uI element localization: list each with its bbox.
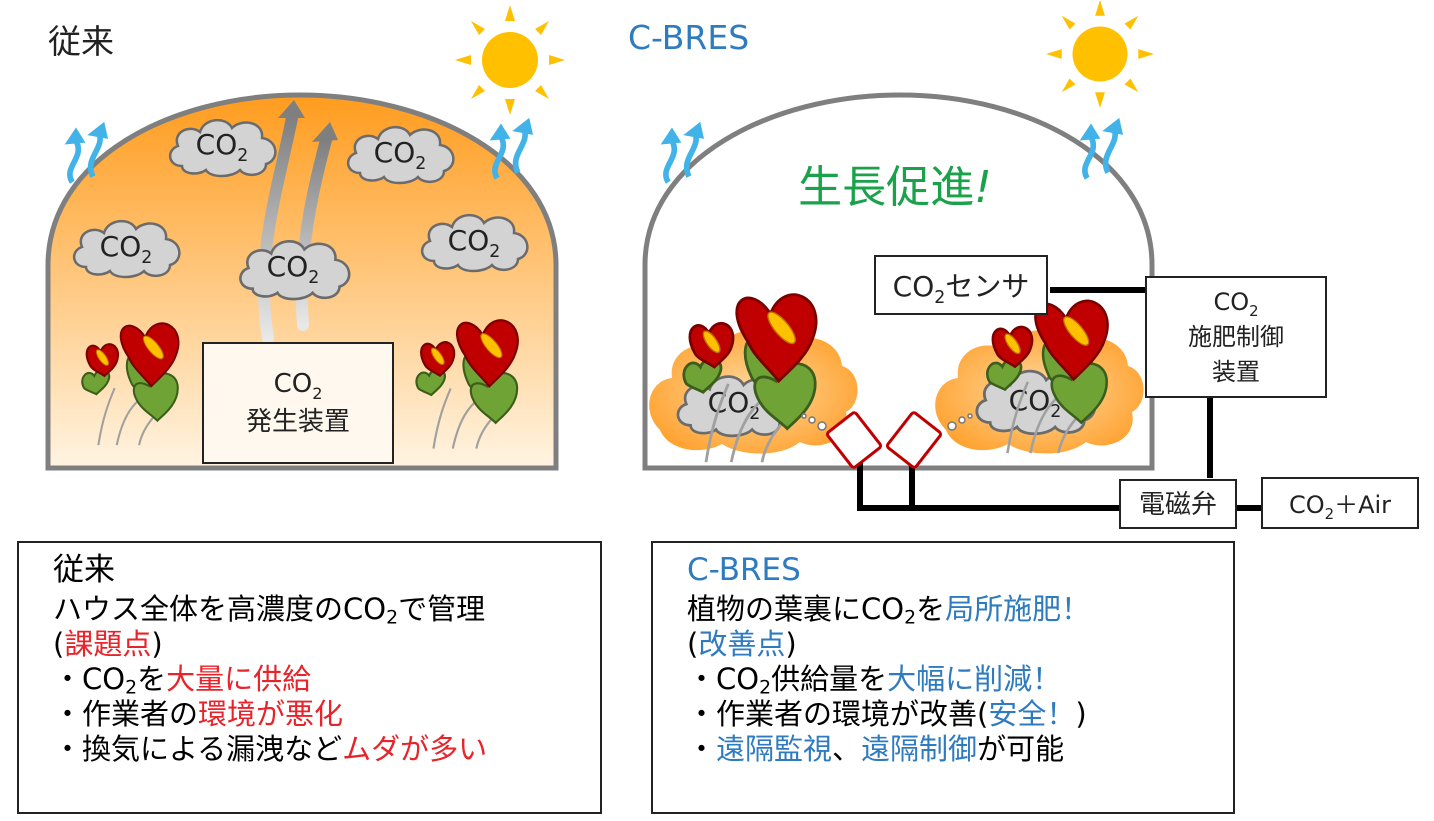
box-line: (課題点) xyxy=(53,627,163,661)
co2-cloud-label: CO2 xyxy=(708,386,761,424)
co2-cloud-label: CO2 xyxy=(448,224,501,262)
controller-label-line2: 施肥制御 xyxy=(1188,323,1284,351)
solenoid-valve: 電磁弁 xyxy=(1119,479,1237,529)
conventional-heading: 従来 xyxy=(48,22,114,61)
box-title: 従来 xyxy=(53,552,115,588)
conventional-explanation-box: 従来 ハウス全体を高濃度のCO2で管理 (課題点) ・CO2を大量に供給 ・作業… xyxy=(17,541,602,814)
co2-cloud: CO2 xyxy=(346,125,455,185)
co2-cloud-label: CO2 xyxy=(100,230,153,268)
solenoid-valve-label: 電磁弁 xyxy=(1139,490,1217,520)
box-bullet: ・CO2供給量を大幅に削減！ xyxy=(687,662,1062,699)
co2-sensor: CO2センサ xyxy=(874,255,1048,315)
local-co2-zone-left: CO2 xyxy=(649,330,858,454)
co2-cloud-label: CO2 xyxy=(267,250,320,288)
co2-generator-label-line1: CO2 xyxy=(274,369,323,403)
co2-fertilization-controller: CO2 施肥制御 装置 xyxy=(1145,276,1327,398)
co2-cloud: CO2 xyxy=(420,213,529,273)
cbres-heading: C-BRES xyxy=(628,18,750,57)
box-line: (改善点) xyxy=(687,627,797,661)
box-bullet: ・遠隔監視、遠隔制御が可能 xyxy=(687,732,1065,766)
conventional-greenhouse: CO2 CO2 CO2 CO2 CO2 CO2 発生装置 xyxy=(45,5,565,471)
sun-icon xyxy=(1046,0,1154,108)
box-bullet: ・CO2を大量に供給 xyxy=(53,662,312,699)
box-bullet: ・換気による漏洩などムダが多い xyxy=(53,732,488,766)
co2-sensor-label: CO2センサ xyxy=(893,270,1030,308)
box-title: C-BRES xyxy=(687,552,801,588)
box-line: 植物の葉裏にCO2を局所施肥！ xyxy=(687,592,1091,629)
box-bullet: ・作業者の環境が改善(安全！) xyxy=(687,697,1087,731)
co2-air-supply-label: CO2＋Air xyxy=(1289,491,1391,523)
box-bullet: ・作業者の環境が悪化 xyxy=(53,697,344,731)
sun-icon xyxy=(455,5,565,115)
co2-generator-device: CO2 発生装置 xyxy=(202,342,394,464)
controller-label-line1: CO2 xyxy=(1213,288,1258,320)
cbres-greenhouse: 生長促進! CO2 CO2 xyxy=(642,0,1419,529)
co2-generator-label-line2: 発生装置 xyxy=(246,407,350,437)
controller-label-line3: 装置 xyxy=(1212,358,1260,386)
co2-supply-pipe xyxy=(857,287,1262,511)
co2-cloud-label: CO2 xyxy=(374,136,427,174)
box-line: ハウス全体を高濃度のCO2で管理 xyxy=(53,592,486,629)
co2-cloud: CO2 xyxy=(72,219,181,279)
co2-cloud: CO2 xyxy=(239,239,351,301)
co2-cloud: CO2 xyxy=(168,118,277,178)
emission-bubbles xyxy=(801,413,973,431)
nozzle-icon xyxy=(885,411,943,469)
nozzle-icon xyxy=(825,411,883,469)
co2-cloud-label: CO2 xyxy=(1009,384,1062,422)
cbres-explanation-box: C-BRES 植物の葉裏にCO2を局所施肥！ (改善点) ・CO2供給量を大幅に… xyxy=(651,541,1235,814)
co2-cloud-label: CO2 xyxy=(196,128,249,166)
growth-promotion-label: 生長促進! xyxy=(798,162,992,213)
co2-air-supply: CO2＋Air xyxy=(1261,477,1419,529)
co2-rising-arrows xyxy=(257,100,338,344)
greenhouse-diagram: CO2 CO2 CO2 CO2 CO2 CO2 発生装置 xyxy=(45,0,1419,529)
